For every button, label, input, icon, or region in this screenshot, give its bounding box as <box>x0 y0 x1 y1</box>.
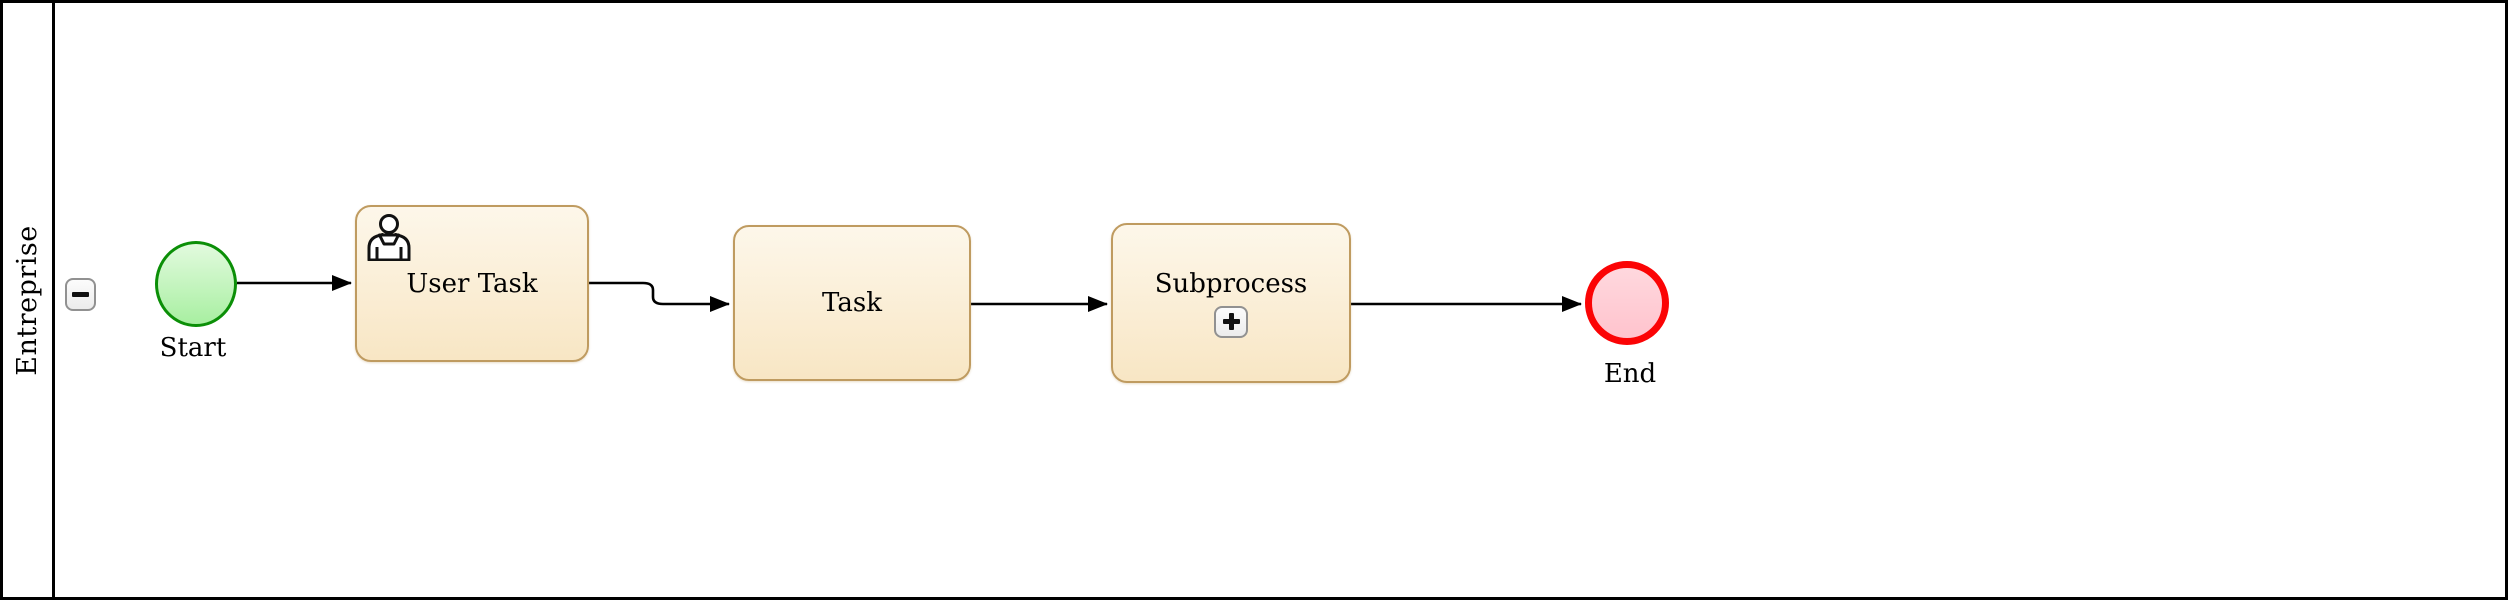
user-task-label: User Task <box>406 268 538 299</box>
subprocess-label: Subprocess <box>1154 268 1308 299</box>
end-event-label: End <box>1603 359 1657 389</box>
start-event[interactable] <box>155 241 237 327</box>
pool-label: Entreprise <box>12 224 43 376</box>
subprocess-node[interactable]: Subprocess <box>1111 223 1351 383</box>
start-event-label: Start <box>159 333 227 363</box>
user-task-node[interactable]: User Task <box>355 205 589 362</box>
minus-icon <box>72 292 89 297</box>
end-event[interactable] <box>1585 261 1669 345</box>
flow-usertask-to-task[interactable] <box>589 281 730 312</box>
plus-icon <box>1222 313 1240 330</box>
subprocess-expand-button[interactable] <box>1214 305 1248 338</box>
pool-header-divider <box>52 3 55 597</box>
pool-header[interactable]: Entreprise <box>3 3 52 597</box>
user-icon <box>367 214 411 261</box>
task-label: Task <box>822 288 882 318</box>
pool-collapse-button[interactable] <box>65 278 96 311</box>
task-node[interactable]: Task <box>733 225 971 381</box>
